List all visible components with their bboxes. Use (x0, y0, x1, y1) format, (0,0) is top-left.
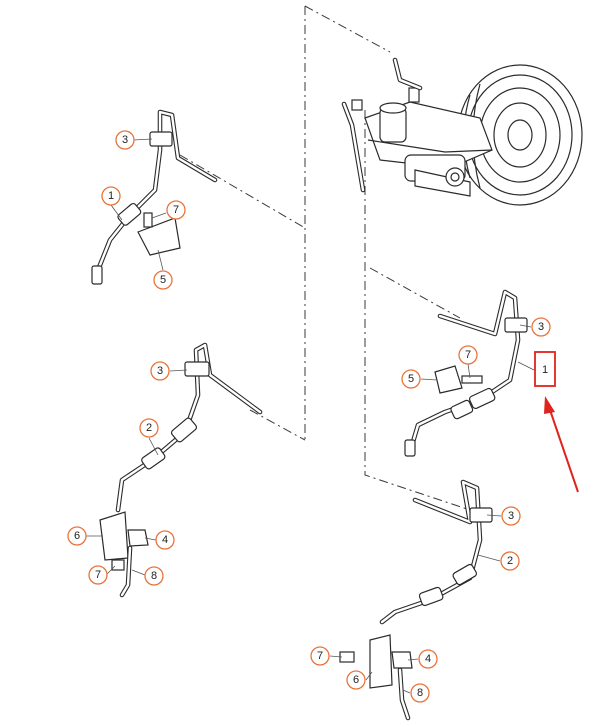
callouts: 3 1 7 5 3 2 6 4 7 8 3 7 5 1 3 2 7 4 6 8 (67, 130, 551, 703)
top-left-assembly (91, 109, 218, 285)
callout-3: 3 (501, 506, 521, 526)
callout-3: 3 (531, 317, 551, 337)
svg-text:3: 3 (122, 134, 128, 146)
callout-6: 6 (67, 526, 87, 546)
svg-text:7: 7 (317, 650, 323, 662)
bottom-right-assembly (339, 479, 493, 721)
svg-text:3: 3 (157, 365, 163, 377)
master-cylinder-lines (341, 57, 423, 193)
callout-7: 7 (88, 565, 108, 585)
svg-text:1: 1 (108, 190, 114, 202)
callout-2: 2 (500, 551, 520, 571)
svg-text:7: 7 (465, 349, 471, 361)
svg-text:7: 7 (173, 204, 179, 216)
middle-right-assembly (404, 289, 528, 457)
callout-1: 1 (101, 186, 121, 206)
svg-text:8: 8 (417, 687, 423, 699)
callout-7: 7 (166, 200, 186, 220)
brake-booster (457, 64, 583, 206)
highlight-annotation (534, 351, 579, 493)
highlight-box (534, 351, 556, 387)
callout-8: 8 (144, 566, 164, 586)
callout-6: 6 (346, 670, 366, 690)
callout-7: 7 (458, 345, 478, 365)
svg-text:6: 6 (74, 530, 80, 542)
callout-7: 7 (310, 646, 330, 666)
svg-text:5: 5 (408, 373, 414, 385)
callout-4: 4 (418, 649, 438, 669)
svg-text:7: 7 (95, 569, 101, 581)
svg-text:1: 1 (542, 364, 548, 376)
svg-text:5: 5 (160, 274, 166, 286)
svg-text:3: 3 (538, 321, 544, 333)
middle-left-assembly (99, 342, 263, 598)
callout-3: 3 (115, 130, 135, 150)
svg-text:4: 4 (425, 653, 431, 665)
callout-5: 5 (153, 270, 173, 290)
red-arrow-icon (548, 406, 579, 493)
callout-3: 3 (150, 361, 170, 381)
callout-4: 4 (155, 530, 175, 550)
reference-lines (179, 5, 471, 511)
svg-text:6: 6 (353, 674, 359, 686)
callout-8: 8 (410, 683, 430, 703)
leader-lines (86, 138, 535, 694)
svg-text:8: 8 (151, 570, 157, 582)
svg-text:4: 4 (162, 534, 168, 546)
svg-text:3: 3 (508, 510, 514, 522)
callout-1-highlighted: 1 (542, 364, 548, 376)
callout-2: 2 (139, 418, 159, 438)
svg-text:2: 2 (507, 555, 513, 567)
svg-text:2: 2 (146, 422, 152, 434)
red-arrow-head-icon (544, 396, 555, 414)
master-cylinder (351, 87, 493, 197)
callout-5: 5 (401, 369, 421, 389)
